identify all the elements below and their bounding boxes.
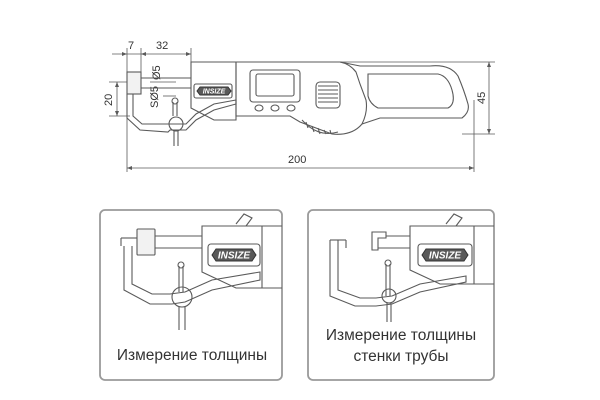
btn-2 [270,104,280,112]
anvil-block [126,71,142,95]
btn-3 [286,104,296,112]
btn-1 [254,104,264,112]
display-body [235,61,368,135]
grip-lines [318,85,338,103]
right-caption-line2: стенки трубы [353,348,448,365]
left-head [201,225,263,289]
right-contact-ball [381,288,397,304]
contact-ball [168,116,184,132]
brand-plate [193,83,233,99]
handle-frame [339,61,469,125]
top-gauge-drawing: 7 32 20 45 200 Ø5 SØ5 [103,40,495,172]
brand-logo-top: INSIZE [203,89,226,96]
panel-thickness: INSIZE Измерение толщины [99,209,283,381]
dim-32: 32 [156,40,168,52]
fixed-jaw [126,94,237,133]
hook-anvil [371,231,387,251]
tube-section [329,240,467,307]
left-brand-logo: INSIZE [218,251,251,262]
right-head [409,225,475,285]
dim-45: 45 [476,92,488,104]
left-brand-plate [207,243,261,267]
dim-sphi5: SØ5 [149,86,161,108]
lcd-frame [249,69,301,103]
dim-20: 20 [103,94,115,106]
left-anvil-block [136,228,156,256]
dim-7: 7 [128,40,134,52]
right-caption-line1: Измерение толщины [326,327,476,344]
gauge-head [190,61,237,121]
left-contact-ball [171,286,193,308]
lcd-screen [255,73,295,97]
handle-cutout [367,73,454,109]
left-caption: Измерение толщины [117,347,267,364]
panel-tube-wall: INSIZE Измерение толщины стенки трубы [307,209,495,381]
left-jaw [123,246,261,305]
dim-200: 200 [288,154,306,166]
right-brand-plate [417,243,473,267]
right-brand-logo: INSIZE [429,251,462,262]
dim-phi5: Ø5 [151,65,163,80]
grip-knurl [315,81,341,109]
